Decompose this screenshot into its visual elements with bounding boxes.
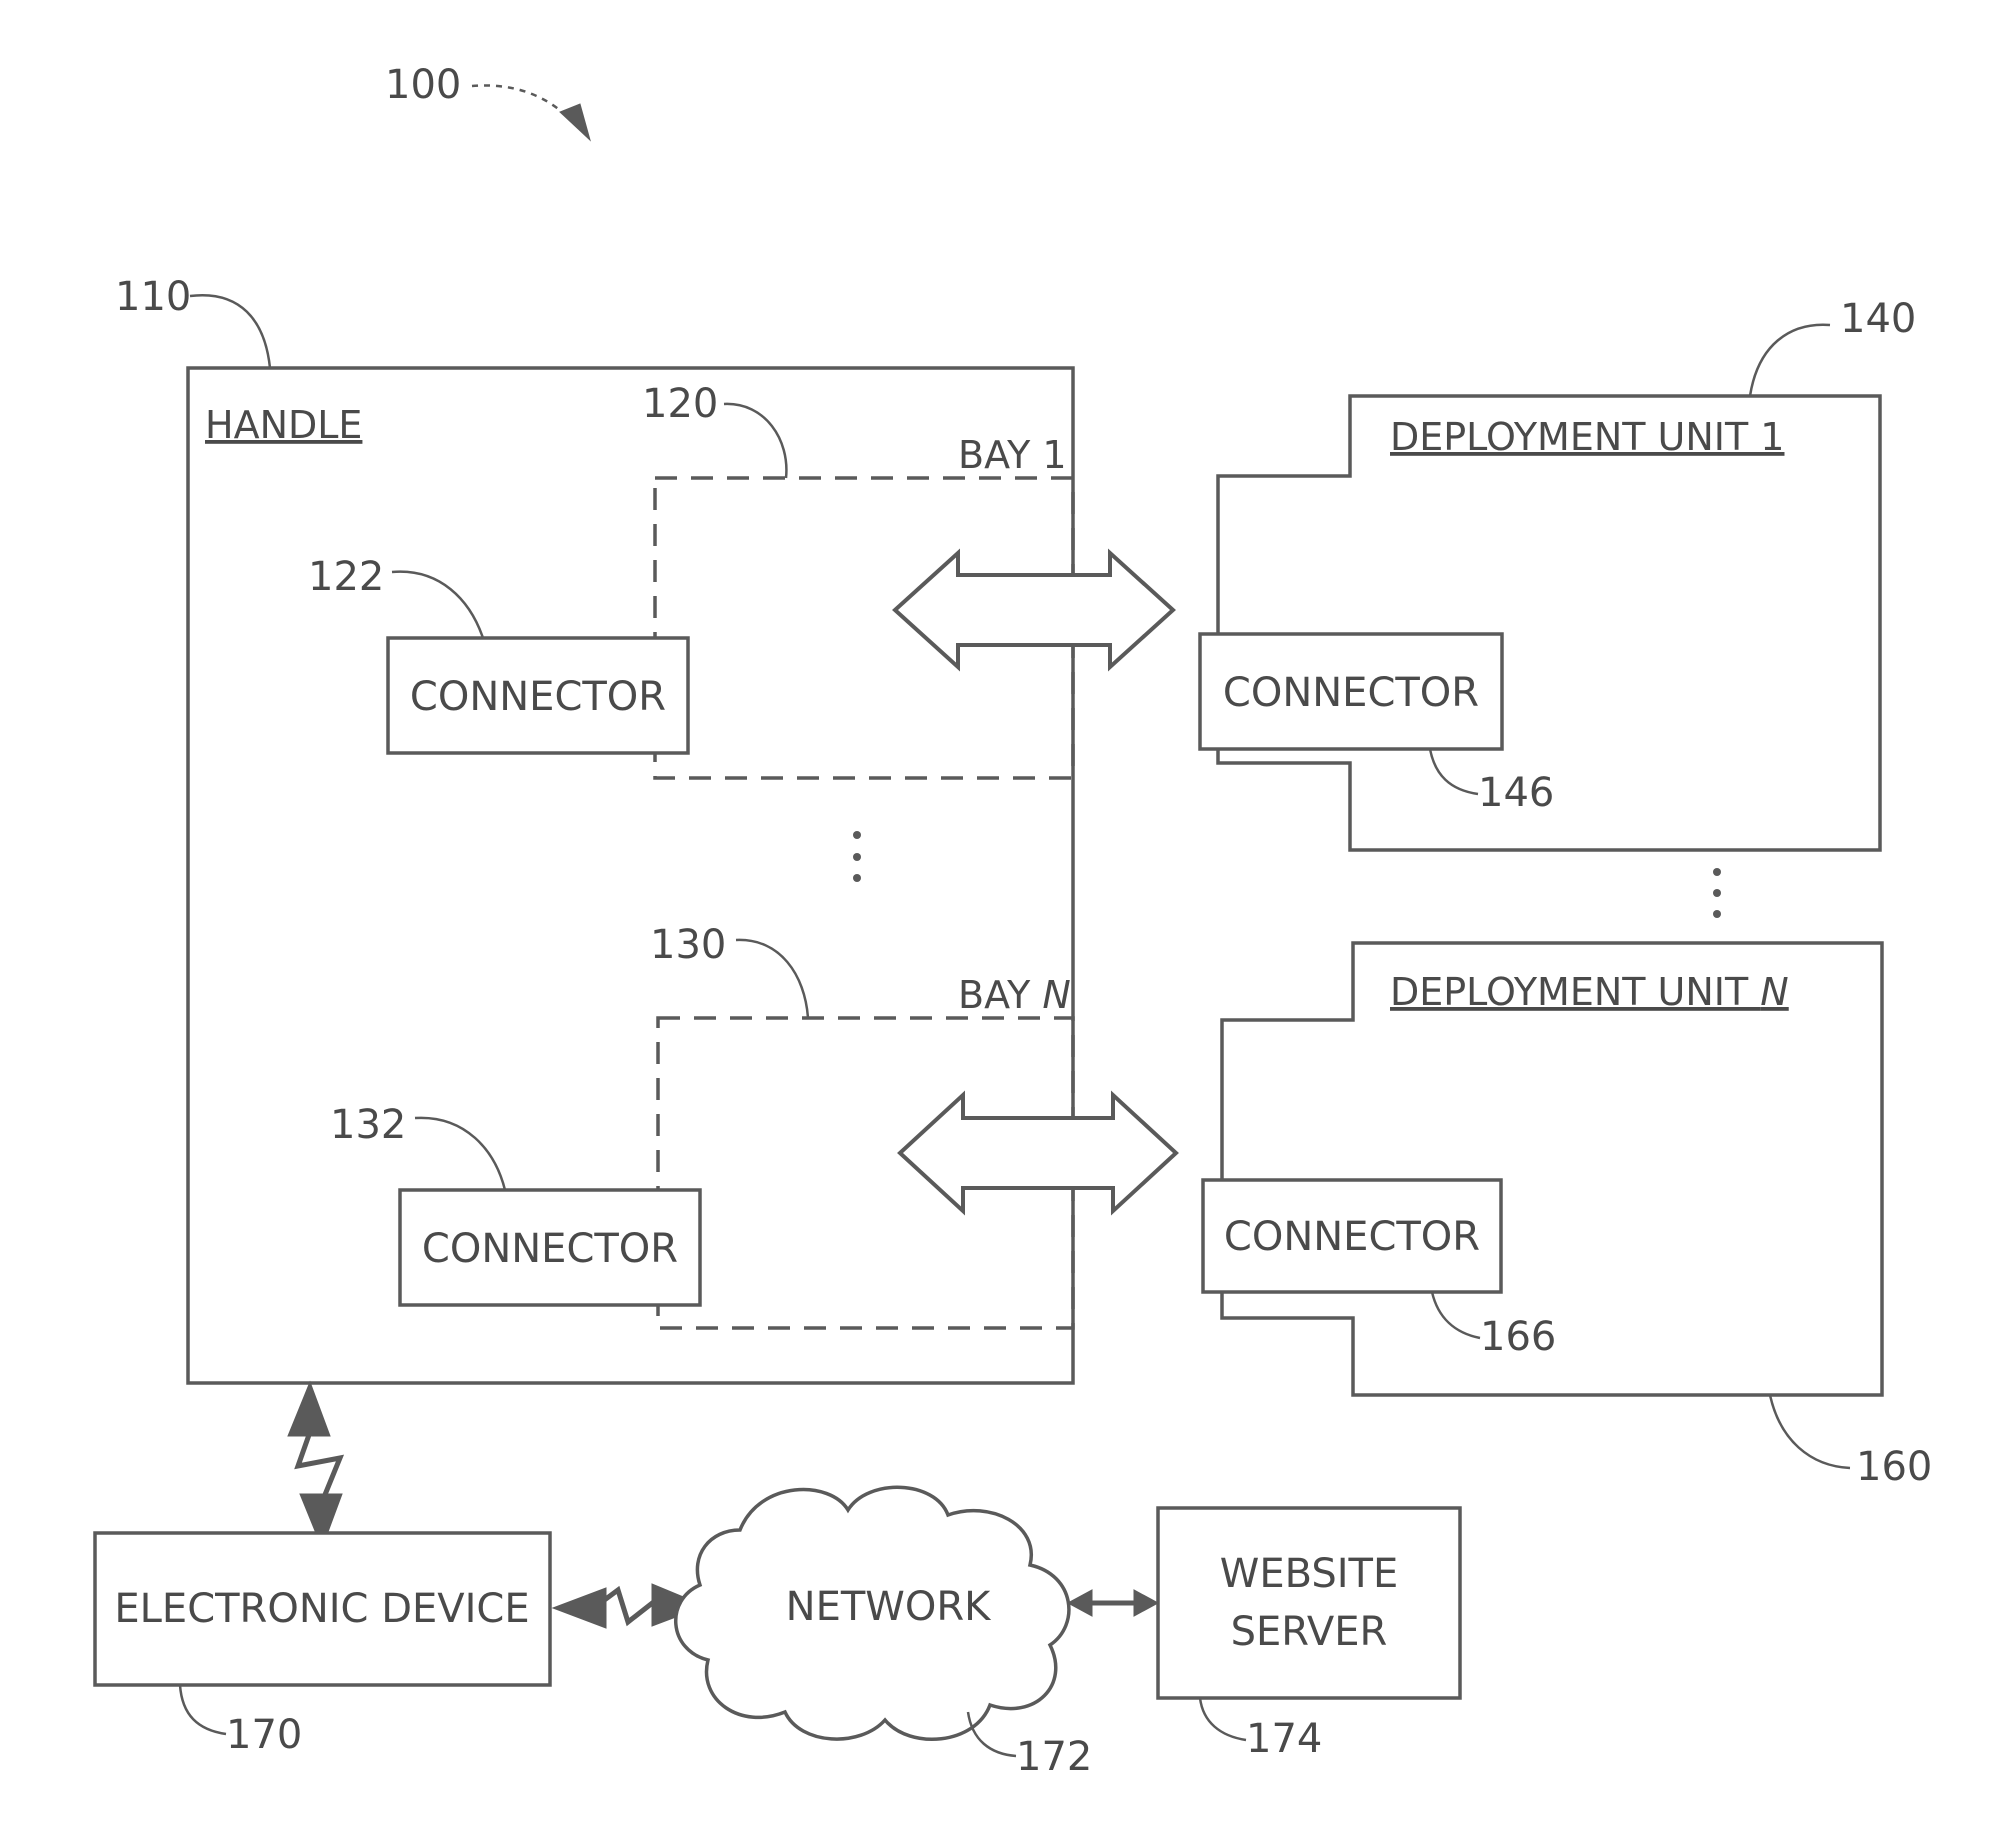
deployment-unit-1-ref-leader [1750, 325, 1830, 396]
connector-122-ref-label: 122 [308, 554, 384, 600]
website-server-ref-label: 174 [1246, 1716, 1322, 1762]
network-ref-label: 172 [1016, 1734, 1092, 1780]
electronic-device-ref-label: 170 [226, 1712, 302, 1758]
bay-n-label: BAY N [958, 973, 1071, 1017]
bay-n-label-prefix: BAY [958, 973, 1042, 1017]
connector-166-ref-label: 166 [1480, 1314, 1556, 1360]
network-server-link-icon [1068, 1590, 1158, 1616]
deployment-unit-n-ref-label: 160 [1856, 1444, 1932, 1490]
connector-166-label: CONNECTOR [1224, 1214, 1480, 1260]
deployment-unit-n-title: DEPLOYMENT UNIT N [1390, 970, 1789, 1014]
bay-1-label: BAY 1 [958, 433, 1067, 477]
bay-1-ref-label: 120 [642, 381, 718, 427]
deployment-ellipsis-icon [1713, 868, 1721, 918]
handle-device-wireless-link-icon [288, 1382, 342, 1548]
figure-ref-arrowhead [560, 104, 590, 140]
deployment-unit-1-ref-label: 140 [1840, 296, 1916, 342]
connector-132-ref-label: 132 [330, 1102, 406, 1148]
deployment-unit-n-ref-leader [1770, 1395, 1850, 1468]
website-server-ref-leader [1200, 1698, 1246, 1740]
website-server-box [1158, 1508, 1460, 1698]
network-label: NETWORK [786, 1584, 992, 1630]
bay-n-label-var: N [1042, 973, 1070, 1017]
connector-146-label: CONNECTOR [1223, 670, 1479, 716]
figure-ref-leader [472, 85, 578, 128]
handle-title: HANDLE [205, 403, 362, 447]
handle-ref-label: 110 [115, 274, 191, 320]
connector-132-label: CONNECTOR [422, 1226, 678, 1272]
bay-n-ref-label: 130 [650, 922, 726, 968]
website-server-label-line1: WEBSITE [1220, 1551, 1398, 1597]
deployment-unit-1-title: DEPLOYMENT UNIT 1 [1390, 415, 1784, 459]
deployment-unit-n-title-var: N [1760, 970, 1788, 1014]
deployment-unit-n-title-prefix: DEPLOYMENT UNIT [1390, 970, 1760, 1014]
figure-ref-label: 100 [385, 62, 461, 108]
handle-ref-leader [190, 295, 270, 368]
electronic-device-ref-leader [180, 1685, 226, 1734]
website-server-label-line2: SERVER [1231, 1609, 1388, 1655]
connector-122-label: CONNECTOR [410, 674, 666, 720]
electronic-device-label: ELECTRONIC DEVICE [114, 1586, 529, 1632]
connector-146-ref-label: 146 [1478, 770, 1554, 816]
